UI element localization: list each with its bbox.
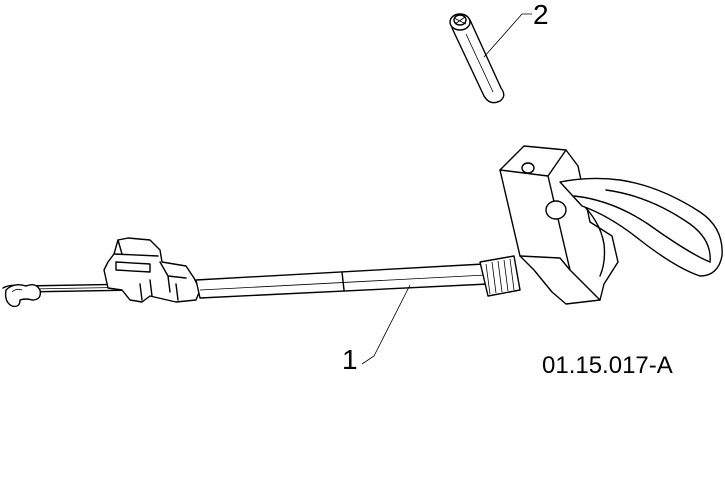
callout-label-2: 2 (533, 0, 549, 30)
leader-line-1 (361, 284, 411, 365)
cable-assembly-part (2, 145, 723, 308)
leader-line-2 (483, 13, 532, 58)
diagram-reference-code: 01.15.017-A (542, 352, 673, 379)
pin-part (449, 13, 505, 104)
callout-label-1: 1 (342, 344, 358, 375)
